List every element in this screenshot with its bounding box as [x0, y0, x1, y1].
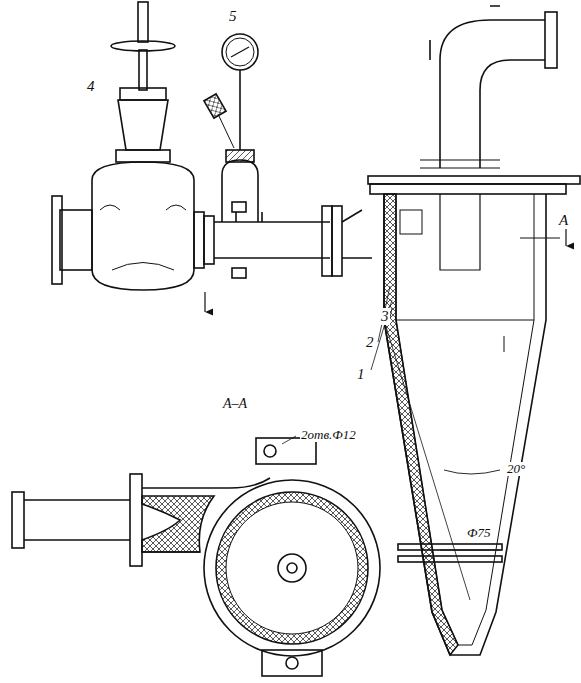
callout-number: 5	[228, 8, 238, 25]
angle-dimension: 20°	[506, 462, 526, 476]
callout-number: 2	[365, 334, 375, 351]
hole-note: 2отв.Ф12	[300, 428, 357, 442]
section-title: A–A	[222, 396, 248, 411]
callout-number: 1	[356, 366, 366, 383]
diameter-dimension: Ф75	[466, 526, 491, 540]
section-mark: A	[558, 212, 569, 229]
callout-number: 3	[380, 308, 390, 325]
callout-number: 4	[86, 78, 96, 95]
